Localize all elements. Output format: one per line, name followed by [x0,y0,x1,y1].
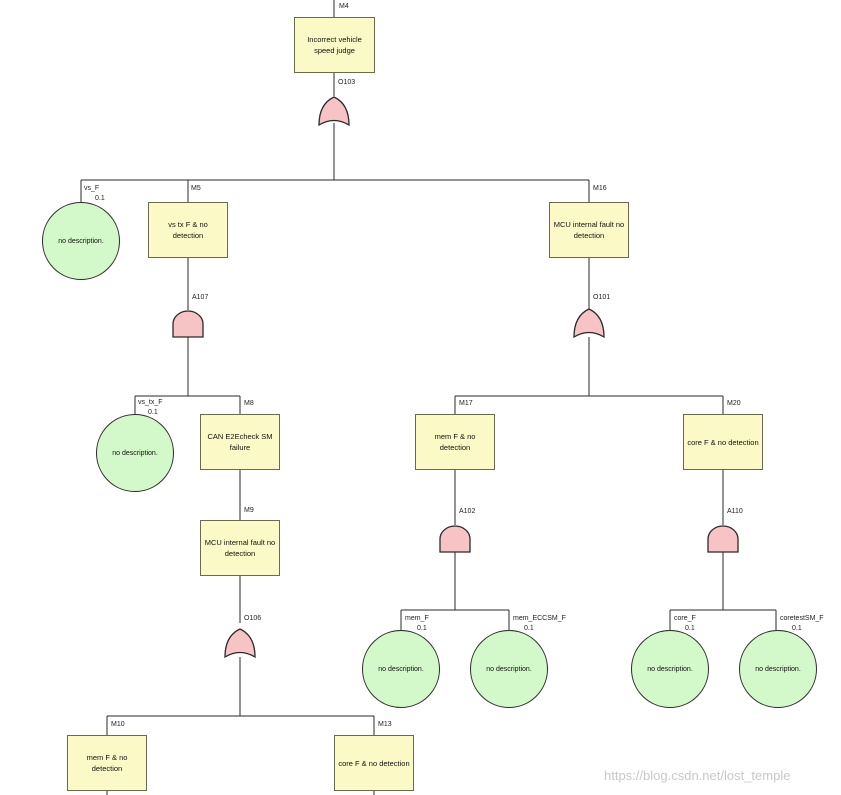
event-box[interactable]: MCU internal fault no detection [200,520,280,576]
watermark-text: https://blog.csdn.net/lost_temple [604,768,791,783]
event-id-label: M17 [459,400,473,407]
basic-event-circle[interactable]: no description. [42,202,120,280]
event-box[interactable]: CAN E2Echeck SM failure [200,414,280,470]
basic-event-prob-label: 0.1 [685,625,695,632]
basic-event-id-label: vs_tx_F [138,399,163,406]
event-id-label: M4 [339,3,349,10]
event-id-label: M20 [727,400,741,407]
basic-event-circle[interactable]: no description. [470,630,548,708]
or-gate[interactable] [318,96,350,127]
event-id-label: M13 [378,721,392,728]
gate-id-label: O103 [338,79,356,86]
basic-event-prob-label: 0.1 [148,409,158,416]
event-id-label: M16 [593,185,607,192]
event-box[interactable]: core F & no detection [683,414,763,470]
basic-event-id-label: mem_ECCSM_F [513,615,566,622]
gate-id-label: A110 [727,508,743,515]
or-gate[interactable] [573,308,605,339]
event-id-label: M9 [244,507,254,514]
basic-event-prob-label: 0.1 [524,625,534,632]
basic-event-id-label: mem_F [405,615,429,622]
gate-id-label: O101 [593,294,611,301]
gate-id-label: A102 [459,508,476,515]
basic-event-prob-label: 0.1 [417,625,427,632]
basic-event-circle[interactable]: no description. [631,630,709,708]
basic-event-circle[interactable]: no description. [362,630,440,708]
event-box[interactable]: mem F & no detection [415,414,495,470]
or-gate[interactable] [224,628,256,659]
and-gate[interactable] [172,310,204,338]
and-gate[interactable] [707,525,739,553]
basic-event-id-label: coretestSM_F [780,615,824,622]
event-box[interactable]: mem F & no detection [67,735,147,791]
event-box[interactable]: Incorrect vehicle speed judge [294,17,375,73]
event-box[interactable]: vs tx F & no detection [148,202,228,258]
event-id-label: M5 [191,185,201,192]
event-box[interactable]: core F & no detection [334,735,414,791]
basic-event-circle[interactable]: no description. [739,630,817,708]
basic-event-id-label: core_F [674,615,696,622]
gate-id-label: A107 [192,294,209,301]
event-id-label: M8 [244,400,254,407]
gate-id-label: O106 [244,615,262,622]
and-gate[interactable] [439,525,471,553]
basic-event-circle[interactable]: no description. [96,414,174,492]
event-box[interactable]: MCU internal fault no detection [549,202,629,258]
basic-event-prob-label: 0.1 [792,625,802,632]
basic-event-prob-label: 0.1 [95,195,105,202]
basic-event-id-label: vs_F [84,185,100,192]
event-id-label: M10 [111,721,125,728]
